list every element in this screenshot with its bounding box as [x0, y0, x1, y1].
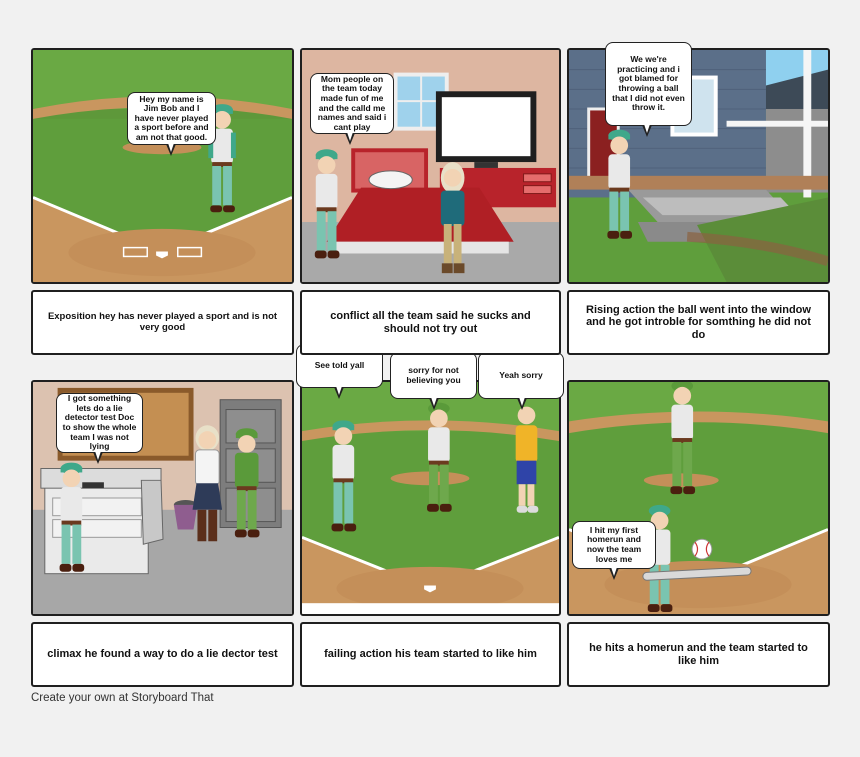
player-jim-bob: [59, 462, 85, 572]
caption-panel-4: climax he found a way to do a lie dector…: [31, 622, 294, 687]
baseball-field-illustration: [33, 50, 292, 282]
speech-bubble-jim-bob-intro: Hey my name is Jim Bob and I have never …: [127, 92, 216, 156]
baseball-icon: [691, 538, 713, 560]
homerun-illustration: [569, 382, 828, 614]
speech-bubble-apology: sorry for not believing you: [390, 352, 477, 410]
speech-bubble-yeah-sorry: Yeah sorry: [478, 352, 564, 410]
panel-6-scene: [567, 380, 830, 616]
doctor-character: [192, 425, 223, 542]
mom-character: [440, 162, 465, 274]
bedroom-illustration: [302, 50, 559, 282]
teammate-character: [515, 406, 539, 513]
baseball-field-team-illustration: [302, 382, 559, 614]
speech-bubble-homerun: I hit my first homerun and now the team …: [572, 521, 656, 580]
caption-panel-5: failing action his team started to like …: [300, 622, 561, 687]
player-jim-bob: [331, 420, 357, 532]
panel-1-scene: [31, 48, 294, 284]
caption-panel-6: he hits a homerun and the team started t…: [567, 622, 830, 687]
caption-panel-3: Rising action the ball went into the win…: [567, 290, 830, 355]
player-jim-bob: [314, 149, 340, 259]
bat-icon: [642, 566, 752, 581]
player-jim-bob: [208, 104, 236, 213]
panel-5-scene: [300, 380, 561, 616]
caption-panel-1: Exposition hey has never played a sport …: [31, 290, 294, 355]
panel-2-scene: [300, 48, 561, 284]
pitcher-character: [670, 382, 696, 495]
caption-panel-2: conflict all the team said he sucks and …: [300, 290, 561, 355]
speech-bubble-mom-complaint: Mom people on the team today made fun of…: [310, 73, 394, 145]
teammate-character: [234, 428, 260, 538]
speech-bubble-lie-detector: I got something lets do a lie detector t…: [56, 393, 143, 464]
storyboard-that-credit-link[interactable]: Create your own at Storyboard That: [31, 692, 214, 704]
player-jim-bob: [607, 129, 633, 239]
speech-bubble-blamed: We we're practicing and i got blamed for…: [605, 42, 692, 137]
